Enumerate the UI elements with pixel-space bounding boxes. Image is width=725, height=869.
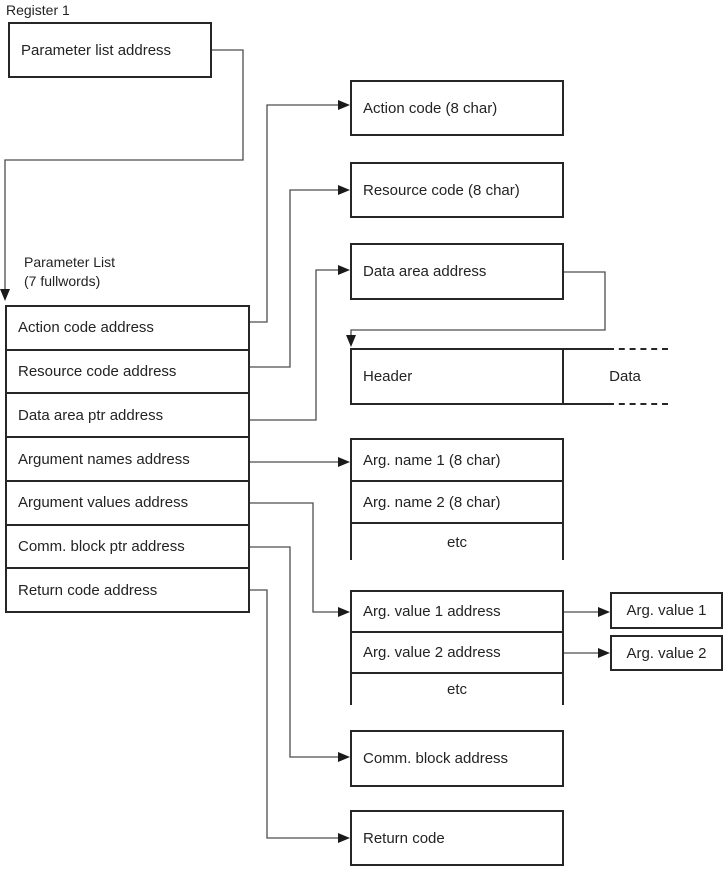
arrowhead-data-area bbox=[338, 265, 350, 275]
data-area-address-box: Data area address bbox=[350, 243, 564, 300]
arg-names-etc: etc bbox=[446, 533, 467, 551]
arg-values-table: Arg. value 1 address Arg. value 2 addres… bbox=[350, 590, 564, 705]
data-label: Data bbox=[609, 368, 641, 385]
arg-name-2-row: Arg. name 2 (8 char) bbox=[352, 482, 562, 524]
data-extension-dashed bbox=[608, 348, 668, 405]
arrowhead-resource-code bbox=[338, 185, 350, 195]
header-box: Header bbox=[350, 348, 564, 405]
action-code-box: Action code (8 char) bbox=[350, 80, 564, 136]
param-row-data-area-ptr-address: Data area ptr address bbox=[7, 394, 248, 439]
arg-value-2-address-row: Arg. value 2 address bbox=[352, 633, 562, 674]
param-row-argument-values-address: Argument values address bbox=[7, 482, 248, 526]
param-row-argument-names-address: Argument names address bbox=[7, 438, 248, 482]
parameter-list-title-line2: (7 fullwords) bbox=[24, 273, 101, 289]
arrowhead-action-code bbox=[338, 100, 350, 110]
parameter-list-title-line1: Parameter List bbox=[24, 254, 116, 270]
arg-value-1-address-row: Arg. value 1 address bbox=[352, 592, 562, 633]
param-row-return-code-address: Return code address bbox=[18, 581, 158, 599]
arrowhead-arg-value-1 bbox=[598, 607, 610, 617]
data-extension-solid bbox=[564, 348, 608, 405]
arrowhead-return-code bbox=[338, 833, 350, 843]
wire-return-code bbox=[250, 589, 339, 839]
return-code-box: Return code bbox=[350, 810, 564, 866]
arg-names-table: Arg. name 1 (8 char) Arg. name 2 (8 char… bbox=[350, 438, 564, 560]
parameter-list-table: Action code address Resource code addres… bbox=[5, 305, 250, 613]
resource-code-box: Resource code (8 char) bbox=[350, 162, 564, 218]
parameter-list-address-box: Parameter list address bbox=[8, 22, 212, 78]
arrowhead-down-paramlist bbox=[0, 289, 10, 301]
wire-arg-values bbox=[250, 502, 339, 613]
register-label: Register 1 bbox=[6, 2, 70, 18]
arrowhead-comm-block bbox=[338, 752, 350, 762]
arrowhead-arg-names bbox=[338, 457, 350, 467]
wire-register-to-paramlist bbox=[4, 49, 244, 290]
arrowhead-arg-value-2 bbox=[598, 648, 610, 658]
wire-data-area bbox=[250, 269, 339, 421]
comm-block-address-box: Comm. block address bbox=[350, 730, 564, 787]
wire-comm-block bbox=[250, 546, 339, 758]
arg-value-2-box: Arg. value 2 bbox=[610, 635, 723, 671]
arg-name-1-row: Arg. name 1 (8 char) bbox=[352, 440, 562, 482]
wire-resource-code bbox=[250, 189, 339, 368]
arrowhead-header bbox=[346, 335, 356, 347]
param-row-comm-block-ptr-address: Comm. block ptr address bbox=[7, 526, 248, 570]
wire-data-area-to-header bbox=[350, 271, 606, 336]
wire-action-code bbox=[250, 104, 339, 323]
param-row-resource-code-address: Resource code address bbox=[7, 351, 248, 395]
arg-values-etc: etc bbox=[446, 681, 467, 698]
arrowhead-arg-values bbox=[338, 607, 350, 617]
arg-value-1-box: Arg. value 1 bbox=[610, 592, 723, 629]
param-row-action-code-address: Action code address bbox=[7, 307, 248, 351]
parameter-list-title: Parameter List (7 fullwords) bbox=[24, 253, 115, 291]
